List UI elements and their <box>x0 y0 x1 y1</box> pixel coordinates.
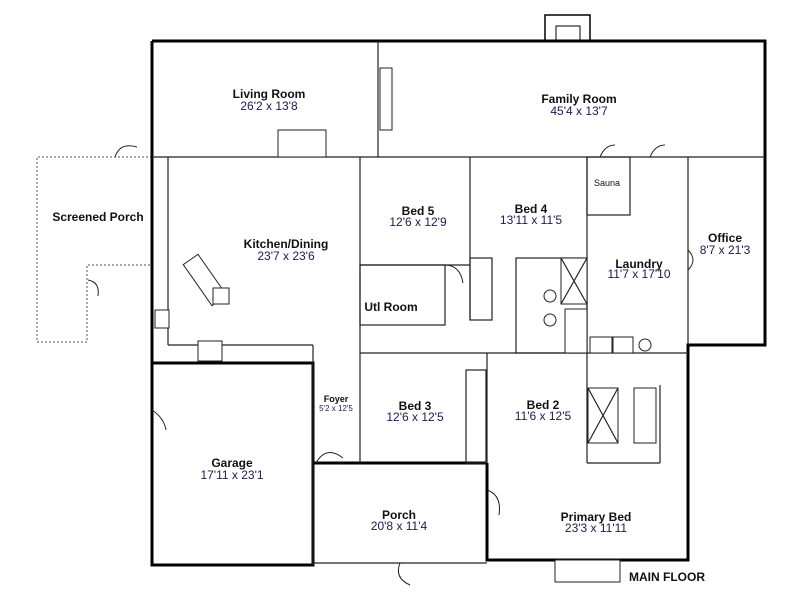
living-fireplace <box>277 129 327 158</box>
garage-label: Garage <box>211 456 253 470</box>
bed2-label: Bed 2 <box>527 398 560 412</box>
washer <box>589 336 613 354</box>
office-label: Office <box>708 231 742 245</box>
living-room-label: Living Room <box>233 87 306 101</box>
bay-window <box>554 559 621 583</box>
toilet <box>638 338 652 352</box>
porch-dim: 20'8 x 11'4 <box>371 519 428 533</box>
interior-walls <box>152 41 765 464</box>
doors <box>87 144 694 586</box>
laundry-label: Laundry <box>615 257 663 271</box>
primary-bed-label: Primary Bed <box>561 510 632 524</box>
bed2-dim: 11'6 x 12'5 <box>515 409 572 423</box>
bed3-label: Bed 3 <box>399 399 432 413</box>
fixtures <box>154 67 657 583</box>
bed4-label: Bed 4 <box>515 202 548 216</box>
primary-bed-dim: 23'3 x 11'11 <box>565 521 628 535</box>
foyer-dim: 5'2 x 12'5 <box>319 404 353 413</box>
sauna-label: Sauna <box>594 178 620 188</box>
dryer <box>612 336 634 354</box>
counter <box>197 340 223 362</box>
laundry-dim: 11'7 x 17'10 <box>607 267 670 281</box>
sink <box>154 309 170 329</box>
chimney <box>544 14 591 42</box>
bed4-dim: 13'11 x 11'5 <box>500 213 563 227</box>
office-dim: 8'7 x 21'3 <box>700 243 751 257</box>
family-fireplace <box>379 67 393 131</box>
kitchen-dim: 23'7 x 23'6 <box>257 249 315 263</box>
vanity <box>633 387 657 444</box>
exterior-walls <box>150 39 767 567</box>
utl-room-label: Utl Room <box>364 300 417 314</box>
family-room-dim: 45'4 x 13'7 <box>550 104 608 118</box>
family-room-label: Family Room <box>541 92 616 106</box>
screened-porch-outline <box>36 156 152 343</box>
screened-porch-label: Screened Porch <box>52 210 143 224</box>
garage-dim: 17'11 x 23'1 <box>200 468 263 482</box>
bed3-dim: 12'6 x 12'5 <box>386 410 444 424</box>
tub <box>564 308 588 354</box>
plan-title: MAIN FLOOR <box>629 570 705 584</box>
living-room-dim: 26'2 x 13'8 <box>240 99 298 113</box>
stove <box>212 287 230 305</box>
foyer-label: Foyer <box>324 394 349 404</box>
kitchen-label: Kitchen/Dining <box>244 237 329 251</box>
porch-label: Porch <box>382 508 416 522</box>
bed5-dim: 12'6 x 12'9 <box>389 215 447 229</box>
bed5-label: Bed 5 <box>402 204 435 218</box>
